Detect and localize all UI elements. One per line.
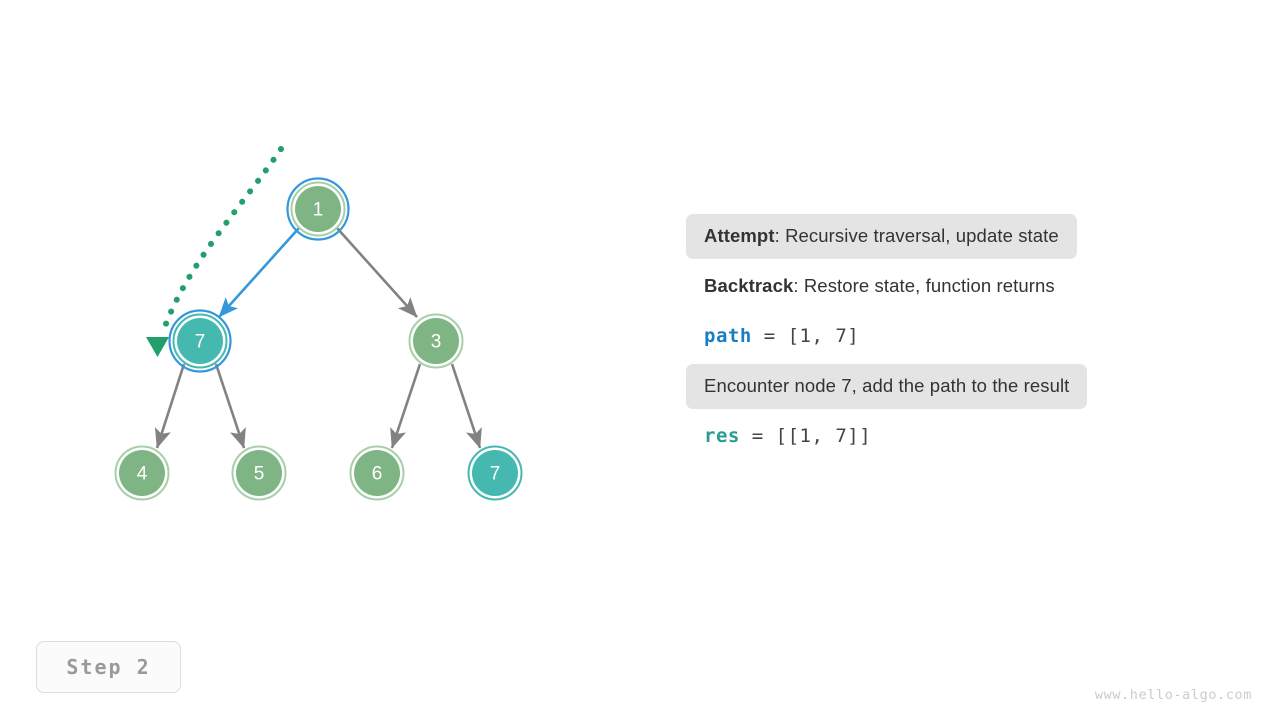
- node-outer-ring: [467, 445, 523, 501]
- res-expression: = [[1, 7]]: [739, 424, 872, 447]
- watermark: www.hello-algo.com: [1094, 687, 1252, 703]
- tree-diagram: 1 7 3 4: [0, 0, 620, 620]
- node-label: 6: [372, 464, 383, 485]
- node-outer-ring: [114, 445, 170, 501]
- node-body: [413, 318, 459, 364]
- info-line-encounter: Encounter node 7, add the path to the re…: [686, 364, 1088, 409]
- tree-node-4[interactable]: 4: [114, 445, 170, 501]
- info-line-attempt: Attempt: Recursive traversal, update sta…: [686, 214, 1077, 259]
- res-variable-name: res: [704, 424, 740, 447]
- backtrack-arrowhead-icon: [146, 337, 169, 357]
- node-body: [236, 450, 282, 496]
- edge-3-to-6: [390, 363, 422, 449]
- node-outer-ring: [172, 313, 228, 369]
- edge-1-to-7: [218, 227, 300, 318]
- tree-nodes: 1 7 3 4: [114, 177, 523, 501]
- tree-node-3[interactable]: 3: [408, 313, 464, 369]
- backtrack-dotted-curve: [160, 146, 284, 335]
- tree-edges: [154, 227, 482, 449]
- encounter-text: Encounter node 7, add the path to the re…: [704, 375, 1070, 397]
- node-label: 3: [431, 332, 442, 353]
- edge-7-to-4: [154, 363, 186, 449]
- node-highlight-ring: [168, 309, 232, 373]
- node-label: 5: [254, 464, 265, 485]
- step-badge: Step 2: [36, 641, 181, 693]
- node-outer-ring: [349, 445, 405, 501]
- edge-3-to-7: [450, 363, 482, 449]
- tree-node-1[interactable]: 1: [286, 177, 350, 241]
- backtrack-label: Backtrack: [704, 274, 794, 296]
- res-code-line: res = [[1, 7]]: [704, 425, 871, 447]
- node-label: 7: [490, 464, 501, 485]
- backtrack-arrow: [146, 146, 284, 357]
- node-label: 4: [137, 464, 148, 485]
- node-outer-ring: [231, 445, 287, 501]
- node-body: [295, 186, 341, 232]
- path-expression: = [1, 7]: [751, 324, 860, 347]
- node-body: [472, 450, 518, 496]
- info-line-backtrack: Backtrack: Restore state, function retur…: [686, 264, 1073, 309]
- path-code-line: path = [1, 7]: [704, 325, 859, 347]
- tree-node-7-left[interactable]: 7: [168, 309, 232, 373]
- node-label: 7: [195, 332, 206, 353]
- attempt-label: Attempt: [704, 225, 775, 246]
- step-badge-label: Step 2: [66, 655, 151, 679]
- tree-node-5[interactable]: 5: [231, 445, 287, 501]
- node-body: [354, 450, 400, 496]
- info-line-path: path = [1, 7]: [686, 314, 877, 360]
- node-outer-ring: [408, 313, 464, 369]
- node-label: 1: [313, 200, 324, 221]
- node-outer-ring: [290, 181, 346, 237]
- edge-7-to-5: [214, 363, 246, 449]
- info-panel: Attempt: Recursive traversal, update sta…: [686, 214, 1206, 465]
- edge-1-to-3: [336, 227, 418, 318]
- attempt-text: : Recursive traversal, update state: [774, 225, 1059, 246]
- node-body: [177, 318, 223, 364]
- tree-node-6[interactable]: 6: [349, 445, 405, 501]
- tree-svg: 1 7 3 4: [114, 146, 523, 501]
- backtrack-text: : Restore state, function returns: [793, 274, 1055, 296]
- info-line-res: res = [[1, 7]]: [686, 414, 889, 460]
- node-body: [119, 450, 165, 496]
- tree-node-7-right[interactable]: 7: [467, 445, 523, 501]
- path-variable-name: path: [704, 324, 752, 347]
- node-highlight-ring: [286, 177, 350, 241]
